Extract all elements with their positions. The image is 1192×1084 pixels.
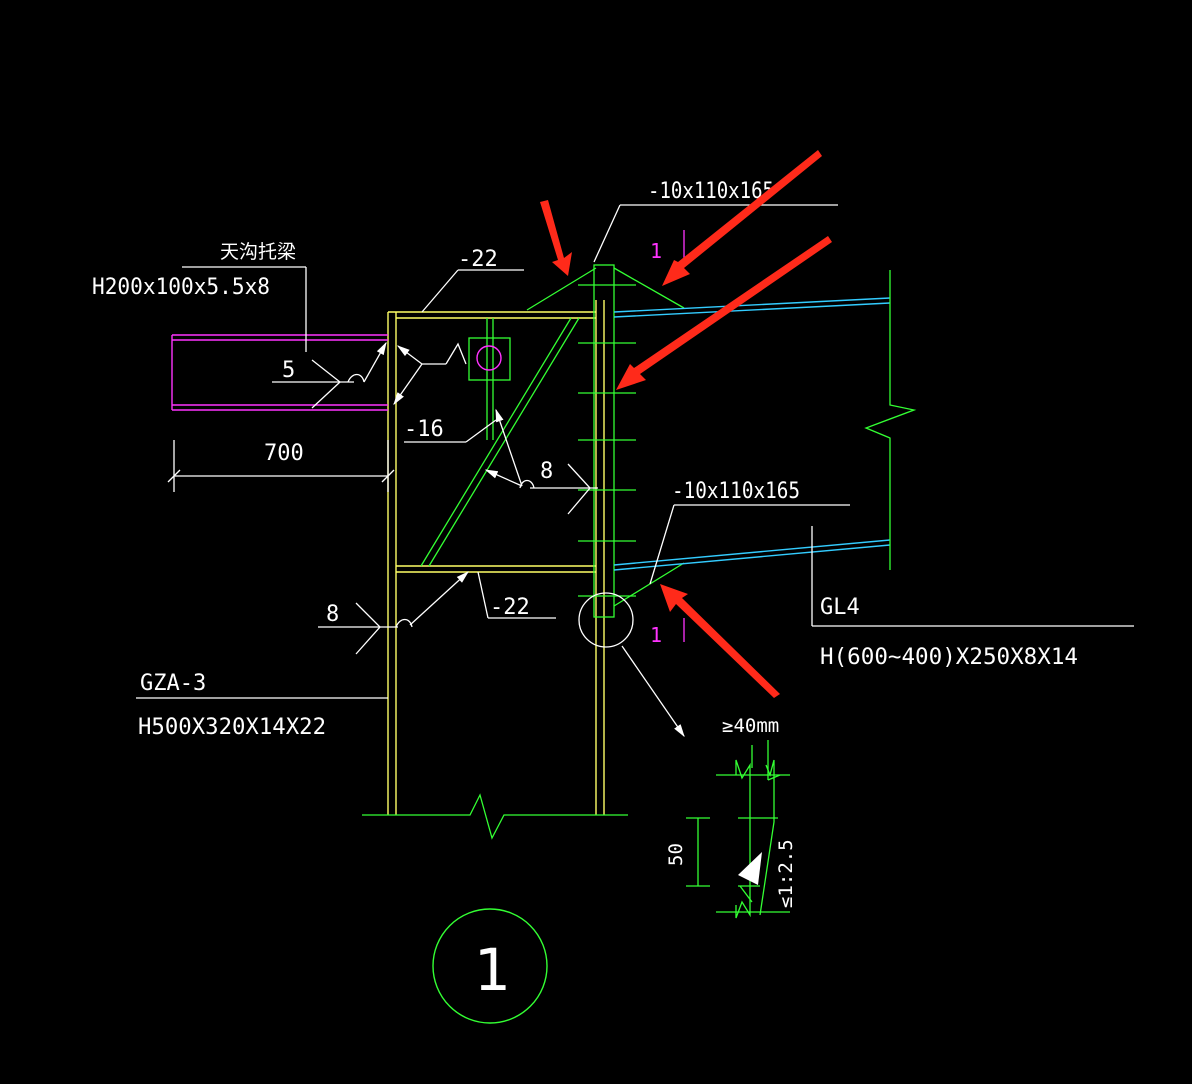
top-rib-label: -10x110x165 [648, 179, 774, 204]
beam-name: GL4 [820, 595, 860, 620]
weld-8-mid-label: 8 [540, 459, 553, 484]
column-name: GZA-3 [140, 671, 206, 696]
detail-number: 1 [474, 936, 511, 1004]
diag-stiffener-label: -16 [404, 417, 444, 442]
weld-detail [686, 740, 790, 919]
column-section: H500X320X14X22 [138, 715, 326, 740]
weld-8-low-label: 8 [326, 602, 339, 627]
annotation-lines [136, 204, 1134, 738]
weld-5-label: 5 [282, 358, 295, 383]
end-plate-and-stiffeners [362, 230, 685, 840]
red-arrows [540, 150, 832, 698]
beam-break-line [864, 270, 917, 570]
top-plate-label: -22 [458, 247, 498, 272]
detail-number-circle [432, 908, 548, 1024]
bottom-rib-label: -10x110x165 [672, 479, 800, 504]
detail-slope-label: ≤1:2.5 [775, 839, 797, 908]
detail-callout-circle [578, 592, 634, 648]
slope-bottom-label: 1 [650, 623, 662, 647]
beam-gl4 [613, 297, 891, 571]
gutter-beam [171, 334, 388, 411]
detail-gap-label: ≥40mm [722, 715, 779, 737]
bottom-plate-label: -22 [490, 595, 530, 620]
slope-top-label: 1 [650, 239, 662, 263]
beam-section: H(600~400)X250X8X14 [820, 645, 1078, 670]
dim-700-label: 700 [264, 441, 304, 466]
detail-dim-label: 50 [665, 843, 687, 866]
gutter-beam-section: H200x100x5.5x8 [92, 275, 270, 300]
bolt-hole [476, 345, 502, 371]
column-gza3 [387, 300, 605, 815]
weld-fill [738, 852, 762, 885]
gutter-beam-name: 天沟托梁 [220, 241, 296, 263]
